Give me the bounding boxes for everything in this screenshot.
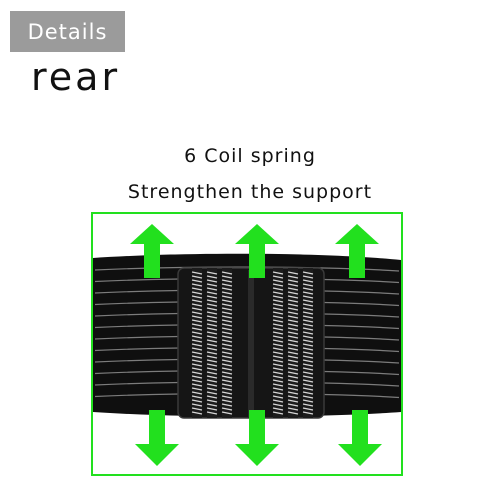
caption-support: Strengthen the support bbox=[127, 181, 373, 203]
coil-spring bbox=[302, 268, 314, 418]
down-arrows bbox=[135, 410, 382, 466]
coil-spring bbox=[221, 268, 233, 418]
arrow-down-icon bbox=[338, 410, 382, 466]
belt-body bbox=[93, 253, 401, 419]
coil-springs bbox=[191, 268, 314, 418]
arrow-up-icon bbox=[130, 224, 174, 278]
coil-spring bbox=[272, 268, 284, 418]
coil-spring bbox=[191, 268, 203, 418]
details-badge: Details bbox=[10, 11, 125, 52]
arrow-down-icon bbox=[235, 410, 279, 466]
coil-spring bbox=[287, 268, 299, 418]
up-arrows bbox=[130, 224, 379, 278]
product-figure-frame bbox=[91, 212, 403, 476]
caption-coil-spring: 6 Coil spring bbox=[184, 145, 316, 167]
view-label: rear bbox=[31, 55, 121, 99]
details-badge-label: Details bbox=[27, 19, 108, 44]
arrow-up-icon bbox=[235, 224, 279, 278]
arrow-down-icon bbox=[135, 410, 179, 466]
coil-spring bbox=[206, 268, 218, 418]
arrow-up-icon bbox=[335, 224, 379, 278]
